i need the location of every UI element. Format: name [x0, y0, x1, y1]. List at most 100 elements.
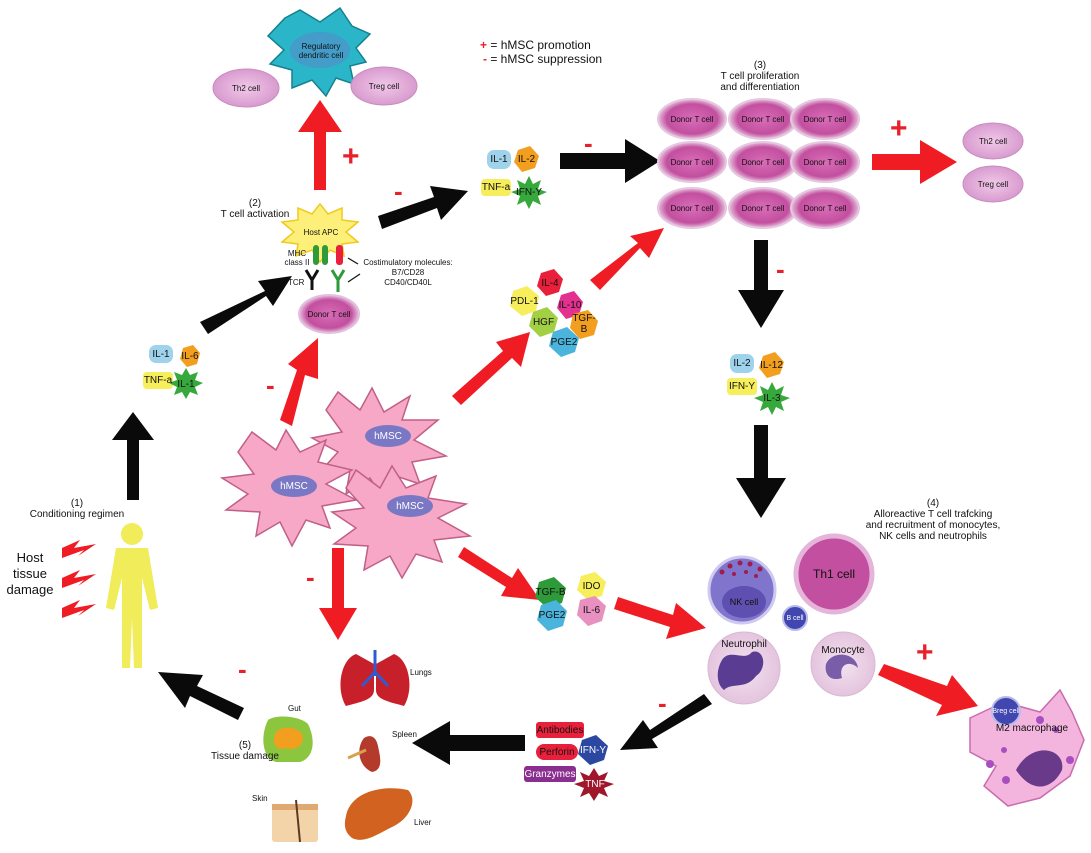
cyt-top-il2-shape	[514, 146, 539, 172]
m2-vesicles	[986, 716, 1074, 784]
top-treg-cell	[350, 66, 418, 106]
damage-bolts	[62, 540, 96, 618]
grid-label-9: Donor T cell	[803, 203, 847, 213]
b-cell-shape	[782, 605, 808, 631]
htd-line2: tissue	[13, 566, 47, 581]
reg-dc-line1: Regulatory	[301, 42, 341, 51]
human-figure	[106, 523, 158, 668]
cyt-mid-tgfb-shape	[570, 310, 598, 339]
breg-cell-shape	[991, 696, 1021, 726]
right-treg-label: Treg cell	[977, 179, 1009, 189]
lungs-organ	[340, 650, 410, 706]
cyt-left-il6-shape	[180, 345, 200, 367]
arrow-hmsc-to-mid-cytokines	[452, 332, 530, 405]
top-th2-label: Th2 cell	[231, 84, 260, 93]
cyt-mid-il4: IL-4	[541, 277, 559, 289]
cyt-top-tnf: TNF-a	[481, 182, 511, 193]
th1-cell-label: Th1 cell	[812, 567, 856, 581]
arrow-human-to-cytokines	[112, 412, 154, 500]
host-tissue-damage: Host tissue damage	[4, 550, 56, 598]
skin-label: Skin	[252, 794, 268, 803]
step3-title-2: and differentiation	[720, 82, 800, 93]
grid-label-7: Donor T cell	[670, 203, 714, 213]
effector-perforin-shape	[536, 744, 578, 760]
costim-line3: CD40/CD40L	[384, 278, 432, 287]
spleen-label: Spleen	[392, 730, 417, 739]
arrow-immune-to-effectors	[620, 694, 712, 750]
effector-tnf-shape	[574, 768, 614, 801]
step2-title: T cell activation	[220, 209, 290, 220]
right-th2-cell	[962, 122, 1024, 160]
cyt-left-il1b-shape	[169, 368, 203, 399]
step4-num: (4)	[926, 498, 940, 509]
cyt-left-il1b: IL-1	[177, 378, 195, 390]
tcr-label: TCR	[288, 278, 305, 287]
arrow-cytokines-to-donor-grid	[560, 139, 660, 183]
sign-plus-reg-dc: +	[342, 140, 360, 173]
step4-line2: and recruitment of monocytes,	[865, 520, 1001, 531]
arrow-organs-to-human	[158, 672, 244, 720]
hmsc-label-2: hMSC	[280, 480, 308, 492]
cyt-top-tnf-shape	[481, 179, 511, 196]
grid-label-2: Donor T cell	[741, 114, 785, 124]
step5-num: (5)	[238, 740, 252, 751]
costim-line2: B7/CD28	[391, 268, 425, 277]
cyt-mid-pge2-shape	[549, 327, 579, 357]
legend-minus-row: - = hMSC suppression	[483, 52, 602, 66]
sign-plus-th2: +	[890, 112, 908, 145]
monocyte-nucleus	[825, 654, 858, 680]
effector-ifny-shape	[578, 735, 608, 765]
legend-plus-row: + = hMSC promotion	[480, 38, 602, 52]
cyt-mid-il10-shape	[557, 291, 583, 319]
lungs-label: Lungs	[410, 668, 432, 677]
grid-label-5: Donor T cell	[741, 157, 785, 167]
neutrophil-nucleus	[717, 651, 764, 690]
effector-granzymes: Granzymes	[524, 768, 576, 780]
cyt-left-il1-shape	[149, 345, 173, 363]
cyt-mid-il10: IL-10	[558, 299, 582, 311]
liver-organ	[344, 788, 413, 840]
tcr-green	[330, 269, 346, 292]
legend-minus-text: = hMSC suppression	[490, 52, 603, 66]
skin-organ	[272, 799, 318, 843]
arrow-immune-to-m2	[878, 664, 978, 716]
arrow-hmsc-to-donor-t	[280, 338, 318, 426]
liver-label: Liver	[414, 818, 432, 827]
tcr-black	[304, 269, 320, 290]
effector-antibodies: Antibodies	[536, 724, 584, 736]
grid-label-4: Donor T cell	[670, 157, 714, 167]
cyt-lower-il6-shape	[577, 596, 606, 626]
sign-minus-lungs: -	[306, 562, 315, 592]
step4-line3: NK cells and neutrophils	[879, 531, 987, 542]
cyt-lower-il6: IL-6	[582, 604, 601, 616]
cyt-lower-tgfb-shape	[535, 577, 566, 608]
donor-t-grid	[657, 98, 860, 229]
sign-minus-human: -	[238, 654, 247, 684]
host-apc-label: Host APC	[303, 228, 339, 237]
cyt-top-il2: IL-2	[517, 153, 536, 165]
grid-label-1: Donor T cell	[670, 114, 714, 124]
cyt-right-il12: IL-12	[760, 359, 783, 371]
arrow-cytokines-to-immune-cells	[736, 425, 786, 518]
sign-minus-effectors: -	[658, 688, 667, 718]
nk-granules	[719, 560, 763, 578]
step1-label: (1) Conditioning regimen	[22, 498, 132, 520]
nk-cell-label: NK cell	[729, 597, 759, 607]
grid-label-3: Donor T cell	[803, 114, 847, 124]
gut-organ	[263, 716, 313, 762]
mhc-bar-1	[313, 245, 319, 265]
costim-bar	[336, 245, 343, 265]
spleen-organ	[347, 736, 381, 772]
sign-minus-apc-top: -	[394, 176, 403, 206]
th1-cell-shape	[793, 533, 875, 615]
cyt-right-il3-shape	[754, 382, 790, 415]
arrow-grid-to-th2-treg	[872, 140, 957, 184]
arrow-apc-to-top-cytokines	[378, 186, 468, 229]
cyt-mid-pdl1: PDL-1	[510, 295, 539, 307]
arrow-lower-cytokines-to-immune	[614, 597, 706, 639]
effector-granzymes-shape	[524, 766, 576, 782]
neutrophil-label: Neutrophil	[721, 638, 767, 650]
cyt-lower-ido: IDO	[582, 580, 601, 592]
arrow-hmsc-to-lungs	[319, 548, 357, 640]
